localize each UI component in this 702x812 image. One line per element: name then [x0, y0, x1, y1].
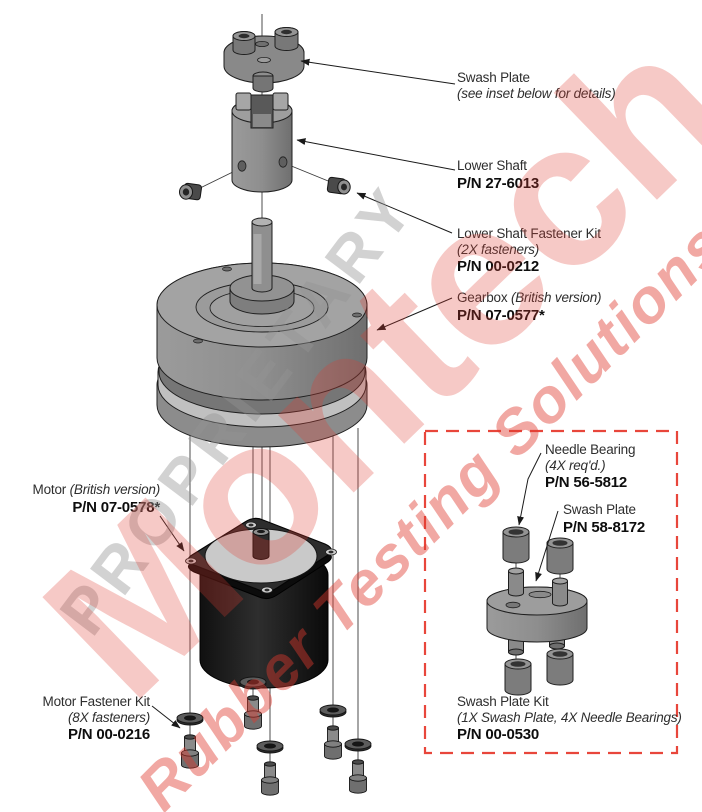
motor-label-pn: P/N 07-0578* [72, 498, 160, 516]
lower-shaft-label-pn: P/N 27-6013 [457, 174, 540, 192]
lsfk-label-title: Lower Shaft Fastener Kit [457, 226, 601, 241]
swash-plate-label: Swash Plate (see inset below for details… [457, 70, 616, 101]
swash-plate-label-note: (see inset below for details) [457, 85, 616, 101]
lower-shaft-drawing [231, 92, 293, 193]
lower-shaft-label-title: Lower Shaft [457, 158, 527, 173]
needle-bearing-label: Needle Bearing (4X req'd.) P/N 56-5812 [545, 442, 635, 491]
needle-bearing-label-title: Needle Bearing [545, 442, 636, 457]
lower-shaft-label: Lower Shaft P/N 27-6013 [457, 158, 539, 192]
gearbox-label-pn: P/N 07-0577* [457, 306, 545, 324]
needle-bearing-label-pn: P/N 56-5812 [545, 474, 628, 491]
swash-plate-drawing [223, 27, 305, 93]
mfk-label-note: (8X fasteners) [68, 709, 150, 725]
flange-holes [185, 521, 337, 594]
motor-drawing [185, 517, 337, 689]
motor-fasteners-drawing [176, 676, 372, 796]
swash-plate-label-title: Swash Plate [457, 70, 530, 85]
swash-plate-kit-label-title: Swash Plate Kit [457, 694, 549, 709]
inset-swash-plate-label: Swash Plate P/N 58-8172 [563, 502, 645, 536]
gearbox-drawing [156, 217, 368, 448]
swash-plate-kit-label-pn: P/N 00-0530 [457, 726, 540, 743]
mfk-label-pn: P/N 00-0216 [67, 726, 150, 743]
lsfk-label-pn: P/N 00-0212 [457, 258, 540, 275]
motor-label-title: Motor (British version) [32, 482, 161, 497]
inset-swash-plate-label-title: Swash Plate [563, 502, 636, 517]
set-screw-left [179, 182, 202, 201]
motor-fastener-kit-label: Motor Fastener Kit (8X fasteners) P/N 00… [20, 694, 151, 743]
gearbox-label-title: Gearbox (British version) [457, 290, 602, 305]
mfk-label-title: Motor Fastener Kit [42, 694, 151, 709]
motor-label: Motor (British version) P/N 07-0578* [8, 482, 161, 516]
lsfk-label-note: (2X fasteners) [457, 241, 539, 257]
inset-swash-assembly [486, 526, 588, 696]
gearbox-label: Gearbox (British version) P/N 07-0577* [457, 290, 602, 324]
lower-shaft-fastener-kit-label: Lower Shaft Fastener Kit (2X fasteners) … [457, 226, 601, 275]
swash-plate-kit-label-note: (1X Swash Plate, 4X Needle Bearings) [457, 709, 682, 725]
leader-lines [151, 58, 559, 729]
gearbox-label-variant: (British version) [510, 290, 602, 305]
inset-box [423, 429, 679, 755]
needle-bearing-label-note: (4X req'd.) [545, 457, 606, 473]
motor-label-variant: (British version) [69, 482, 161, 497]
swash-plate-kit-label: Swash Plate Kit (1X Swash Plate, 4X Need… [457, 694, 682, 743]
set-screw-right [326, 176, 351, 195]
inset-swash-plate-label-pn: P/N 58-8172 [563, 518, 646, 536]
